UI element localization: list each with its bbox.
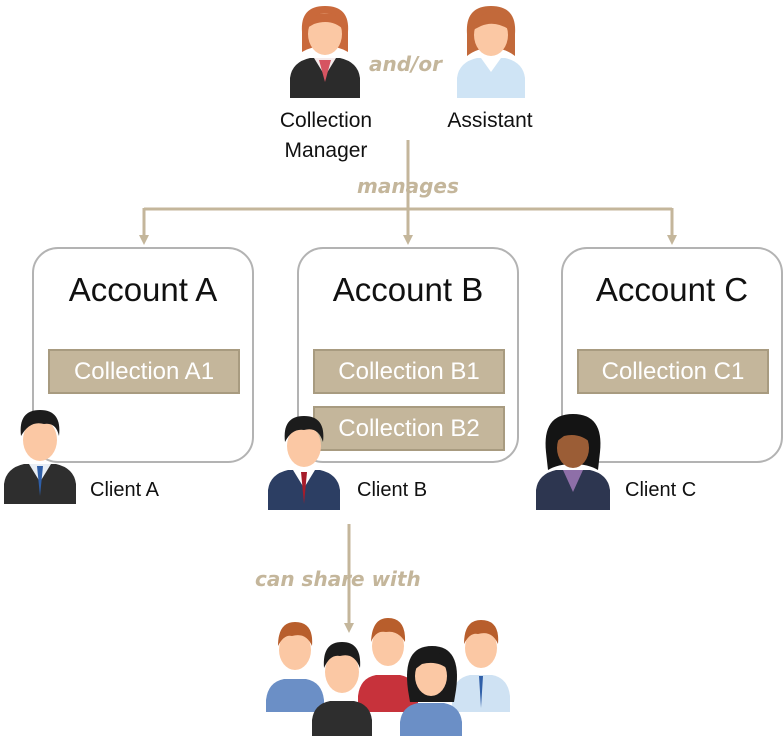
client-a-icon xyxy=(4,410,76,504)
shared-users-group-icon xyxy=(266,618,510,736)
client-b-label: Client B xyxy=(357,479,428,501)
and-or-label: and/or xyxy=(369,52,442,76)
account-b-title: Account B xyxy=(332,271,484,308)
account-c-box: Account C Collection C1 xyxy=(561,247,783,463)
collection-c1: Collection C1 xyxy=(577,349,769,394)
collection-manager-label-line1: Collection xyxy=(279,109,373,132)
can-share-with-label: can share with xyxy=(255,567,421,591)
collection-b2: Collection B2 xyxy=(313,406,505,451)
collection-manager-icon xyxy=(290,6,360,98)
account-b-box: Account B Collection B1 Collection B2 xyxy=(297,247,519,463)
collection-b1: Collection B1 xyxy=(313,349,505,394)
account-c-title: Account C xyxy=(595,271,749,308)
manages-label: manages xyxy=(357,174,459,198)
collection-a1: Collection A1 xyxy=(48,349,240,394)
client-a-label: Client A xyxy=(90,479,159,501)
client-c-icon xyxy=(536,414,610,510)
account-a-title: Account A xyxy=(68,271,218,308)
assistant-icon xyxy=(457,6,525,98)
assistant-label: Assistant xyxy=(447,109,533,132)
collection-manager-label: Collection Manager xyxy=(266,106,386,166)
collection-manager-label-line2: Manager xyxy=(284,139,368,162)
client-c-label: Client C xyxy=(625,479,697,501)
client-b-icon xyxy=(268,416,340,510)
account-a-box: Account A Collection A1 xyxy=(32,247,254,463)
